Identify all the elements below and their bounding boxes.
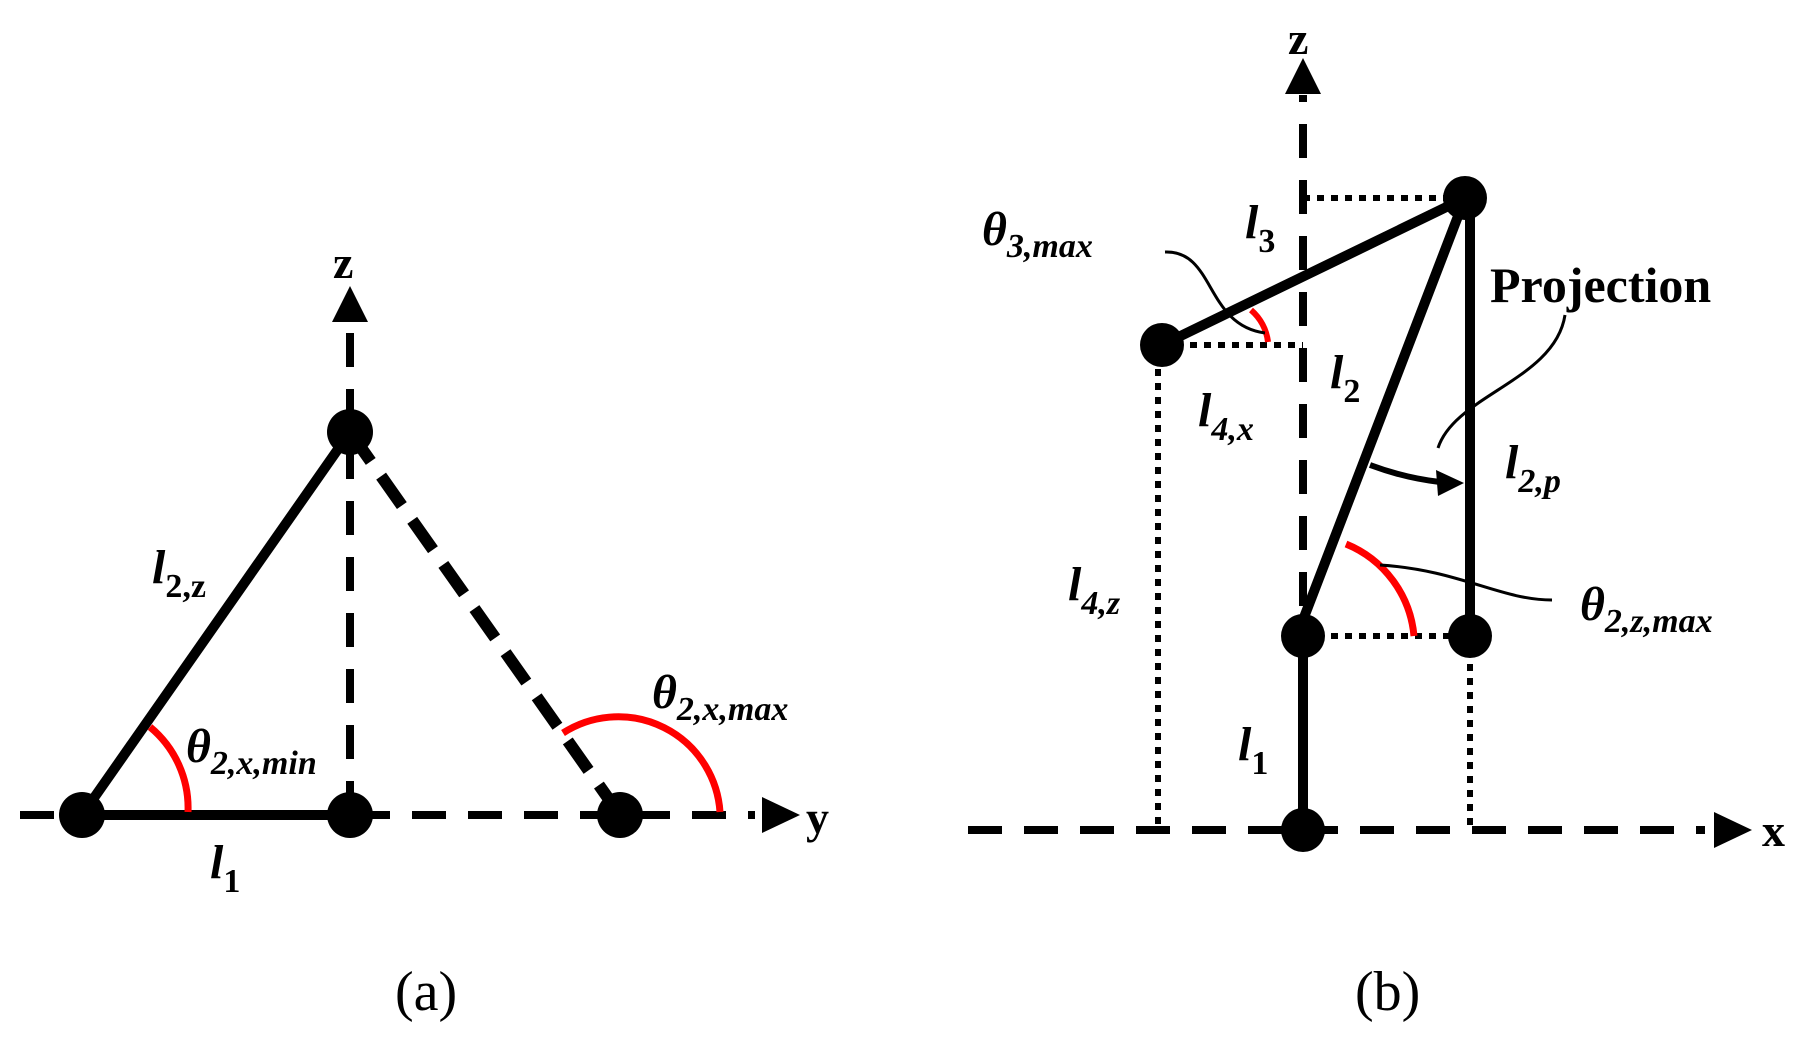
panel-b-l2-label: l2 bbox=[1330, 346, 1360, 410]
panel-a-joint-center bbox=[327, 792, 373, 838]
panel-b-theta2z-label: θ2,z,max bbox=[1580, 578, 1713, 640]
panel-b-joint-end bbox=[1140, 323, 1184, 367]
panel-a-l1-label: l1 bbox=[210, 836, 240, 900]
panel-a-dashed-link bbox=[345, 428, 625, 819]
panel-b-l1-label: l1 bbox=[1238, 718, 1268, 782]
panel-b: z x bbox=[968, 13, 1785, 1023]
panel-b-theta2z-leader bbox=[1379, 563, 1553, 602]
panel-b-joint-projection bbox=[1448, 614, 1492, 658]
panel-b-l4z-label: l4,z bbox=[1068, 558, 1121, 622]
panel-a-z-arrowhead bbox=[332, 286, 368, 322]
panel-b-x-arrowhead bbox=[1714, 812, 1752, 848]
panel-a-joint-left bbox=[59, 792, 105, 838]
panel-a-z-label: z bbox=[333, 237, 353, 288]
panel-b-joint-elbow bbox=[1443, 176, 1487, 220]
panel-b-l3-label: l3 bbox=[1245, 196, 1275, 260]
panel-b-joint-shoulder bbox=[1281, 614, 1325, 658]
panel-b-z-arrowhead bbox=[1285, 58, 1321, 94]
panel-a-theta-min-arc bbox=[147, 724, 192, 813]
panel-a-theta-max-label: θ2,x,max bbox=[652, 666, 788, 728]
panel-a-caption: (a) bbox=[395, 961, 457, 1023]
panel-b-projection-leader bbox=[1436, 314, 1567, 449]
panel-b-projection-arrowhead bbox=[1436, 470, 1464, 496]
panel-a-l2z-link bbox=[77, 429, 355, 818]
panel-b-projection-arrow bbox=[1368, 462, 1441, 485]
panel-b-l2-link bbox=[1298, 196, 1470, 622]
panel-b-theta2z-arc bbox=[1344, 540, 1418, 637]
panel-a-theta-max-arc bbox=[561, 713, 724, 813]
panel-a-y-label: y bbox=[806, 792, 829, 843]
panel-b-x-label: x bbox=[1762, 805, 1785, 856]
panel-b-l2p-label: l2,p bbox=[1505, 436, 1561, 500]
panel-b-projection-label: Projection bbox=[1490, 257, 1711, 313]
panel-a-joint-top bbox=[327, 409, 373, 455]
panel-b-caption: (b) bbox=[1355, 961, 1420, 1023]
panel-a-l2z-label: l2,z bbox=[152, 541, 206, 605]
panel-b-theta3-arc bbox=[1248, 307, 1271, 343]
panel-a: z y l2,z l1 θ2,x,min θ2,x,max bbox=[20, 237, 829, 1023]
panel-b-l4x-label: l4,x bbox=[1198, 384, 1254, 448]
panel-b-l3-link bbox=[1159, 193, 1468, 350]
panel-b-theta3-label: θ3,max bbox=[982, 203, 1093, 265]
panel-b-z-label: z bbox=[1288, 13, 1308, 64]
panel-a-y-arrowhead bbox=[762, 797, 800, 833]
panel-a-theta-min-label: θ2,x,min bbox=[186, 720, 317, 782]
panel-b-joint-base bbox=[1281, 808, 1325, 852]
panel-a-joint-right bbox=[597, 792, 643, 838]
panel-b-theta3-leader bbox=[1164, 250, 1266, 335]
panel-b-dotted-guides bbox=[1155, 195, 1473, 830]
